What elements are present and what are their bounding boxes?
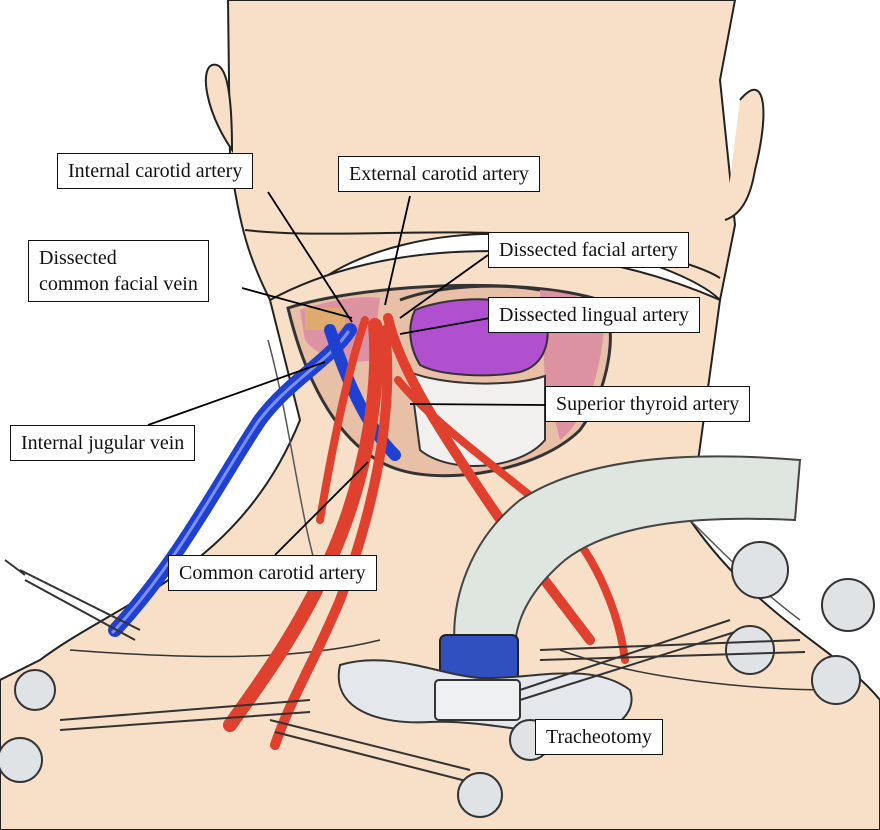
label-common-facial-vein-line1: Dissected	[39, 245, 198, 271]
label-dissected-lingual-artery: Dissected lingual artery	[488, 297, 700, 333]
label-superior-thyroid-artery: Superior thyroid artery	[545, 386, 750, 422]
label-external-carotid-artery: External carotid artery	[338, 156, 540, 192]
label-internal-jugular-vein: Internal jugular vein	[10, 425, 195, 461]
right-ear	[725, 90, 763, 220]
leader-superior-thyroid	[410, 404, 545, 405]
label-common-carotid-artery: Common carotid artery	[168, 555, 377, 591]
label-tracheotomy: Tracheotomy	[535, 719, 663, 755]
label-common-facial-vein-line2: common facial vein	[39, 271, 198, 297]
label-dissected-common-facial-vein: Dissected common facial vein	[28, 240, 209, 302]
label-internal-carotid-artery: Internal carotid artery	[57, 153, 253, 189]
tube-hub	[435, 680, 520, 720]
label-dissected-facial-artery: Dissected facial artery	[488, 232, 689, 268]
